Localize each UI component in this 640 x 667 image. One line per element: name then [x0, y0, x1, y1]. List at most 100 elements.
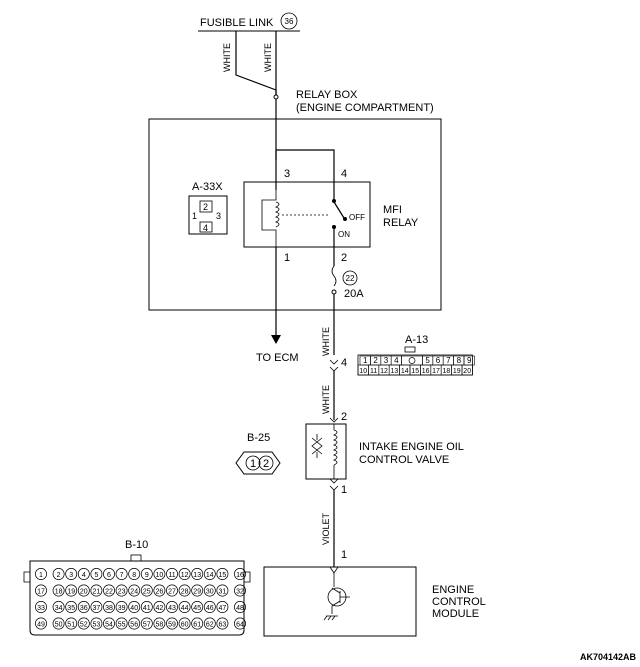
- a13-pin-label: 13: [391, 368, 399, 375]
- b10-pin-circle: [35, 601, 47, 613]
- a13-pin-label: 20: [463, 368, 471, 375]
- b10-pin-circle: [65, 584, 78, 597]
- ecm-pin1-junction: [329, 566, 339, 574]
- b10-pin-circle: [234, 584, 246, 597]
- b10-pin-circle: [234, 601, 246, 613]
- b10-pin-label: 42: [156, 605, 164, 612]
- b10-connector-side-right: [244, 571, 251, 583]
- splice-point: [273, 94, 279, 100]
- ecm-label-1: ENGINE: [432, 584, 474, 596]
- b10-pin-circle: [65, 601, 78, 613]
- b10-pin-circle: [77, 568, 90, 580]
- a13-pin-label: 6: [436, 356, 441, 365]
- b10-pin-circle: [103, 584, 115, 597]
- a13-pin-label: 7: [446, 356, 451, 365]
- b10-pin-circle: [203, 584, 216, 597]
- b10-pin-circle: [128, 601, 141, 613]
- b10-pin-label: 51: [67, 622, 75, 629]
- figure-code: AK704142AB: [580, 652, 637, 662]
- b10-pin-label: 53: [93, 622, 101, 629]
- b10-pin-label: 38: [105, 605, 113, 612]
- relay-switch-blade: [333, 201, 345, 219]
- relay-switch-off: OFF: [349, 213, 365, 222]
- b10-pin-circle: [90, 584, 103, 597]
- b10-pin-circle: [140, 568, 153, 580]
- fusible-link-number: 36: [285, 17, 294, 26]
- b10-pin-circle: [115, 584, 128, 597]
- ecm-pin-1: 1: [341, 549, 347, 561]
- b10-pin-circle: [103, 601, 115, 613]
- a13-pin-label: 4: [394, 356, 399, 365]
- mfi-relay-body: [243, 181, 371, 248]
- relay-connector-label-1: 1: [192, 211, 197, 221]
- b10-pin-label: 23: [118, 589, 126, 596]
- b10-connector-side-left: [23, 571, 30, 583]
- b10-pin-label: 44: [181, 605, 189, 612]
- b10-pin-circle: [77, 601, 90, 613]
- b25-connector-id: B-25: [247, 432, 270, 444]
- b10-pin-circle: [52, 568, 65, 580]
- fuse-22-circle: [342, 270, 358, 286]
- b10-pin-circle: [153, 617, 166, 630]
- b10-pin-circle: [65, 568, 78, 580]
- b10-pin-label: 24: [130, 589, 138, 596]
- b10-pin-circle: [77, 617, 90, 630]
- b10-pin-circle: [128, 584, 141, 597]
- a13-pin-label: 3: [384, 356, 389, 365]
- b10-pin-circle: [234, 617, 246, 630]
- b10-pin-label: 30: [206, 589, 214, 596]
- b25-pin-2: 2: [263, 458, 269, 470]
- ocv-body: [305, 423, 347, 480]
- b10-pin-circle: [166, 601, 178, 613]
- fuse-bottom-terminal: [331, 289, 337, 295]
- b10-pin-circle: [115, 601, 128, 613]
- b10-pin-label: 59: [168, 622, 176, 629]
- b10-pin-label: 20: [80, 589, 88, 596]
- b10-pin-label: 12: [181, 572, 189, 579]
- wire-color-white-4: WHITE: [321, 385, 331, 414]
- b10-pin-label: 52: [80, 622, 88, 629]
- b10-pin-label: 19: [67, 589, 75, 596]
- relay-box-label-1: RELAY BOX: [296, 89, 358, 101]
- b10-pin-circle: [52, 601, 65, 613]
- b10-pin-circle: [103, 617, 115, 630]
- b10-pin-label: 18: [55, 589, 63, 596]
- relay-connector-label-4: 4: [203, 223, 208, 233]
- b10-pin-circle: [234, 568, 246, 580]
- b10-pin-circle: [90, 601, 103, 613]
- b10-pin-circle: [77, 584, 90, 597]
- b10-pin-label: 7: [120, 572, 124, 579]
- b10-pin-circle: [115, 617, 128, 630]
- relay-coil-frame: [261, 190, 277, 247]
- b10-pin-label: 2: [57, 572, 61, 579]
- relay-connector-pin2: [199, 200, 213, 213]
- b10-pin-circle: [35, 617, 47, 630]
- b10-pin-label: 34: [55, 605, 63, 612]
- b10-connector-body: [29, 560, 245, 636]
- ecm-label-2: CONTROL: [432, 596, 486, 608]
- ecm-ground: [323, 615, 338, 621]
- b10-pin-circle: [65, 617, 78, 630]
- relay-switch-off-contact: [343, 217, 347, 221]
- b10-pin-label: 57: [143, 622, 151, 629]
- b10-pin-circle: [178, 617, 191, 630]
- b10-pin-circle: [166, 568, 178, 580]
- b10-pin-circle: [178, 601, 191, 613]
- b10-pin-circle: [216, 584, 229, 597]
- relay-connector-id: A-33X: [192, 181, 223, 193]
- ocv-pin-2: 2: [341, 411, 347, 423]
- b10-pin-label: 63: [219, 622, 227, 629]
- b10-pin-circle: [166, 617, 178, 630]
- relay-box-label-2: (ENGINE COMPARTMENT): [296, 102, 434, 114]
- b10-pin-label: 37: [93, 605, 101, 612]
- b10-pin-label: 54: [105, 622, 113, 629]
- b10-pin-label: 17: [37, 589, 45, 596]
- b10-pin-label: 41: [143, 605, 151, 612]
- b10-pin-circle: [191, 584, 204, 597]
- b10-pin-label: 11: [168, 572, 175, 579]
- b10-pin-label: 50: [55, 622, 63, 629]
- relay-pin-3: 3: [284, 168, 290, 180]
- b10-pin-label: 33: [37, 605, 45, 612]
- b10-pin-label: 22: [105, 589, 113, 596]
